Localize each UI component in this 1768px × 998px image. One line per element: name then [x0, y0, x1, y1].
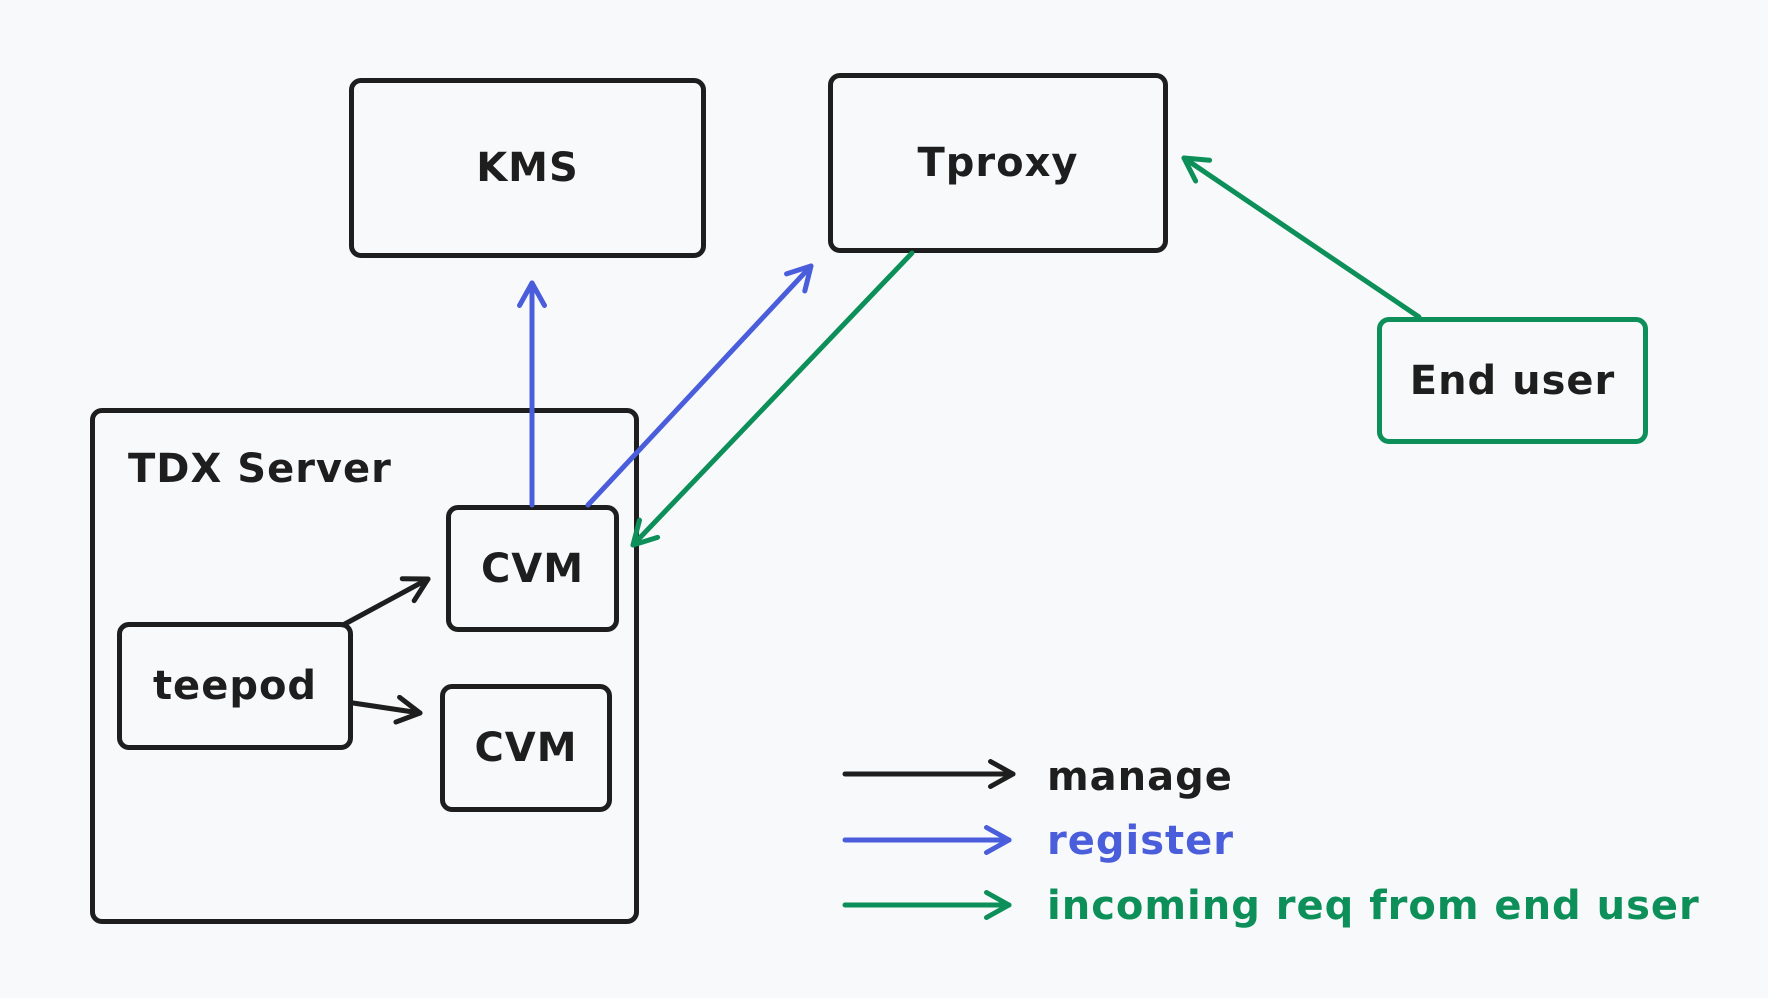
cvm-box-2: CVM — [440, 684, 612, 812]
tdx-server-box — [90, 408, 639, 924]
arrow-teepod-to-cvm-1 — [340, 576, 431, 628]
end-user-box: End user — [1377, 317, 1648, 444]
cvm-box-1: CVM — [446, 505, 619, 632]
arrow-enduser-to-tproxy — [1181, 155, 1422, 320]
tdx-server-label: TDX Server — [128, 446, 392, 492]
end-user-label: End user — [1409, 357, 1616, 404]
tproxy-box: Tproxy — [828, 73, 1168, 253]
legend-register-label: register — [1047, 818, 1234, 864]
teepod-label: teepod — [152, 663, 318, 709]
arrow-teepod-to-cvm-2 — [350, 694, 423, 725]
legend-manage-label: manage — [1047, 754, 1233, 800]
kms-label: KMS — [476, 145, 579, 191]
cvm-label-1: CVM — [480, 545, 585, 592]
tproxy-label: Tproxy — [917, 140, 1079, 186]
arrow-cvm-to-tproxy — [585, 263, 814, 508]
teepod-box: teepod — [117, 622, 353, 750]
legend-incoming-label: incoming req from end user — [1047, 883, 1700, 929]
kms-box: KMS — [349, 78, 706, 258]
cvm-label-2: CVM — [474, 725, 578, 771]
arrow-tproxy-to-cvm — [630, 250, 915, 548]
